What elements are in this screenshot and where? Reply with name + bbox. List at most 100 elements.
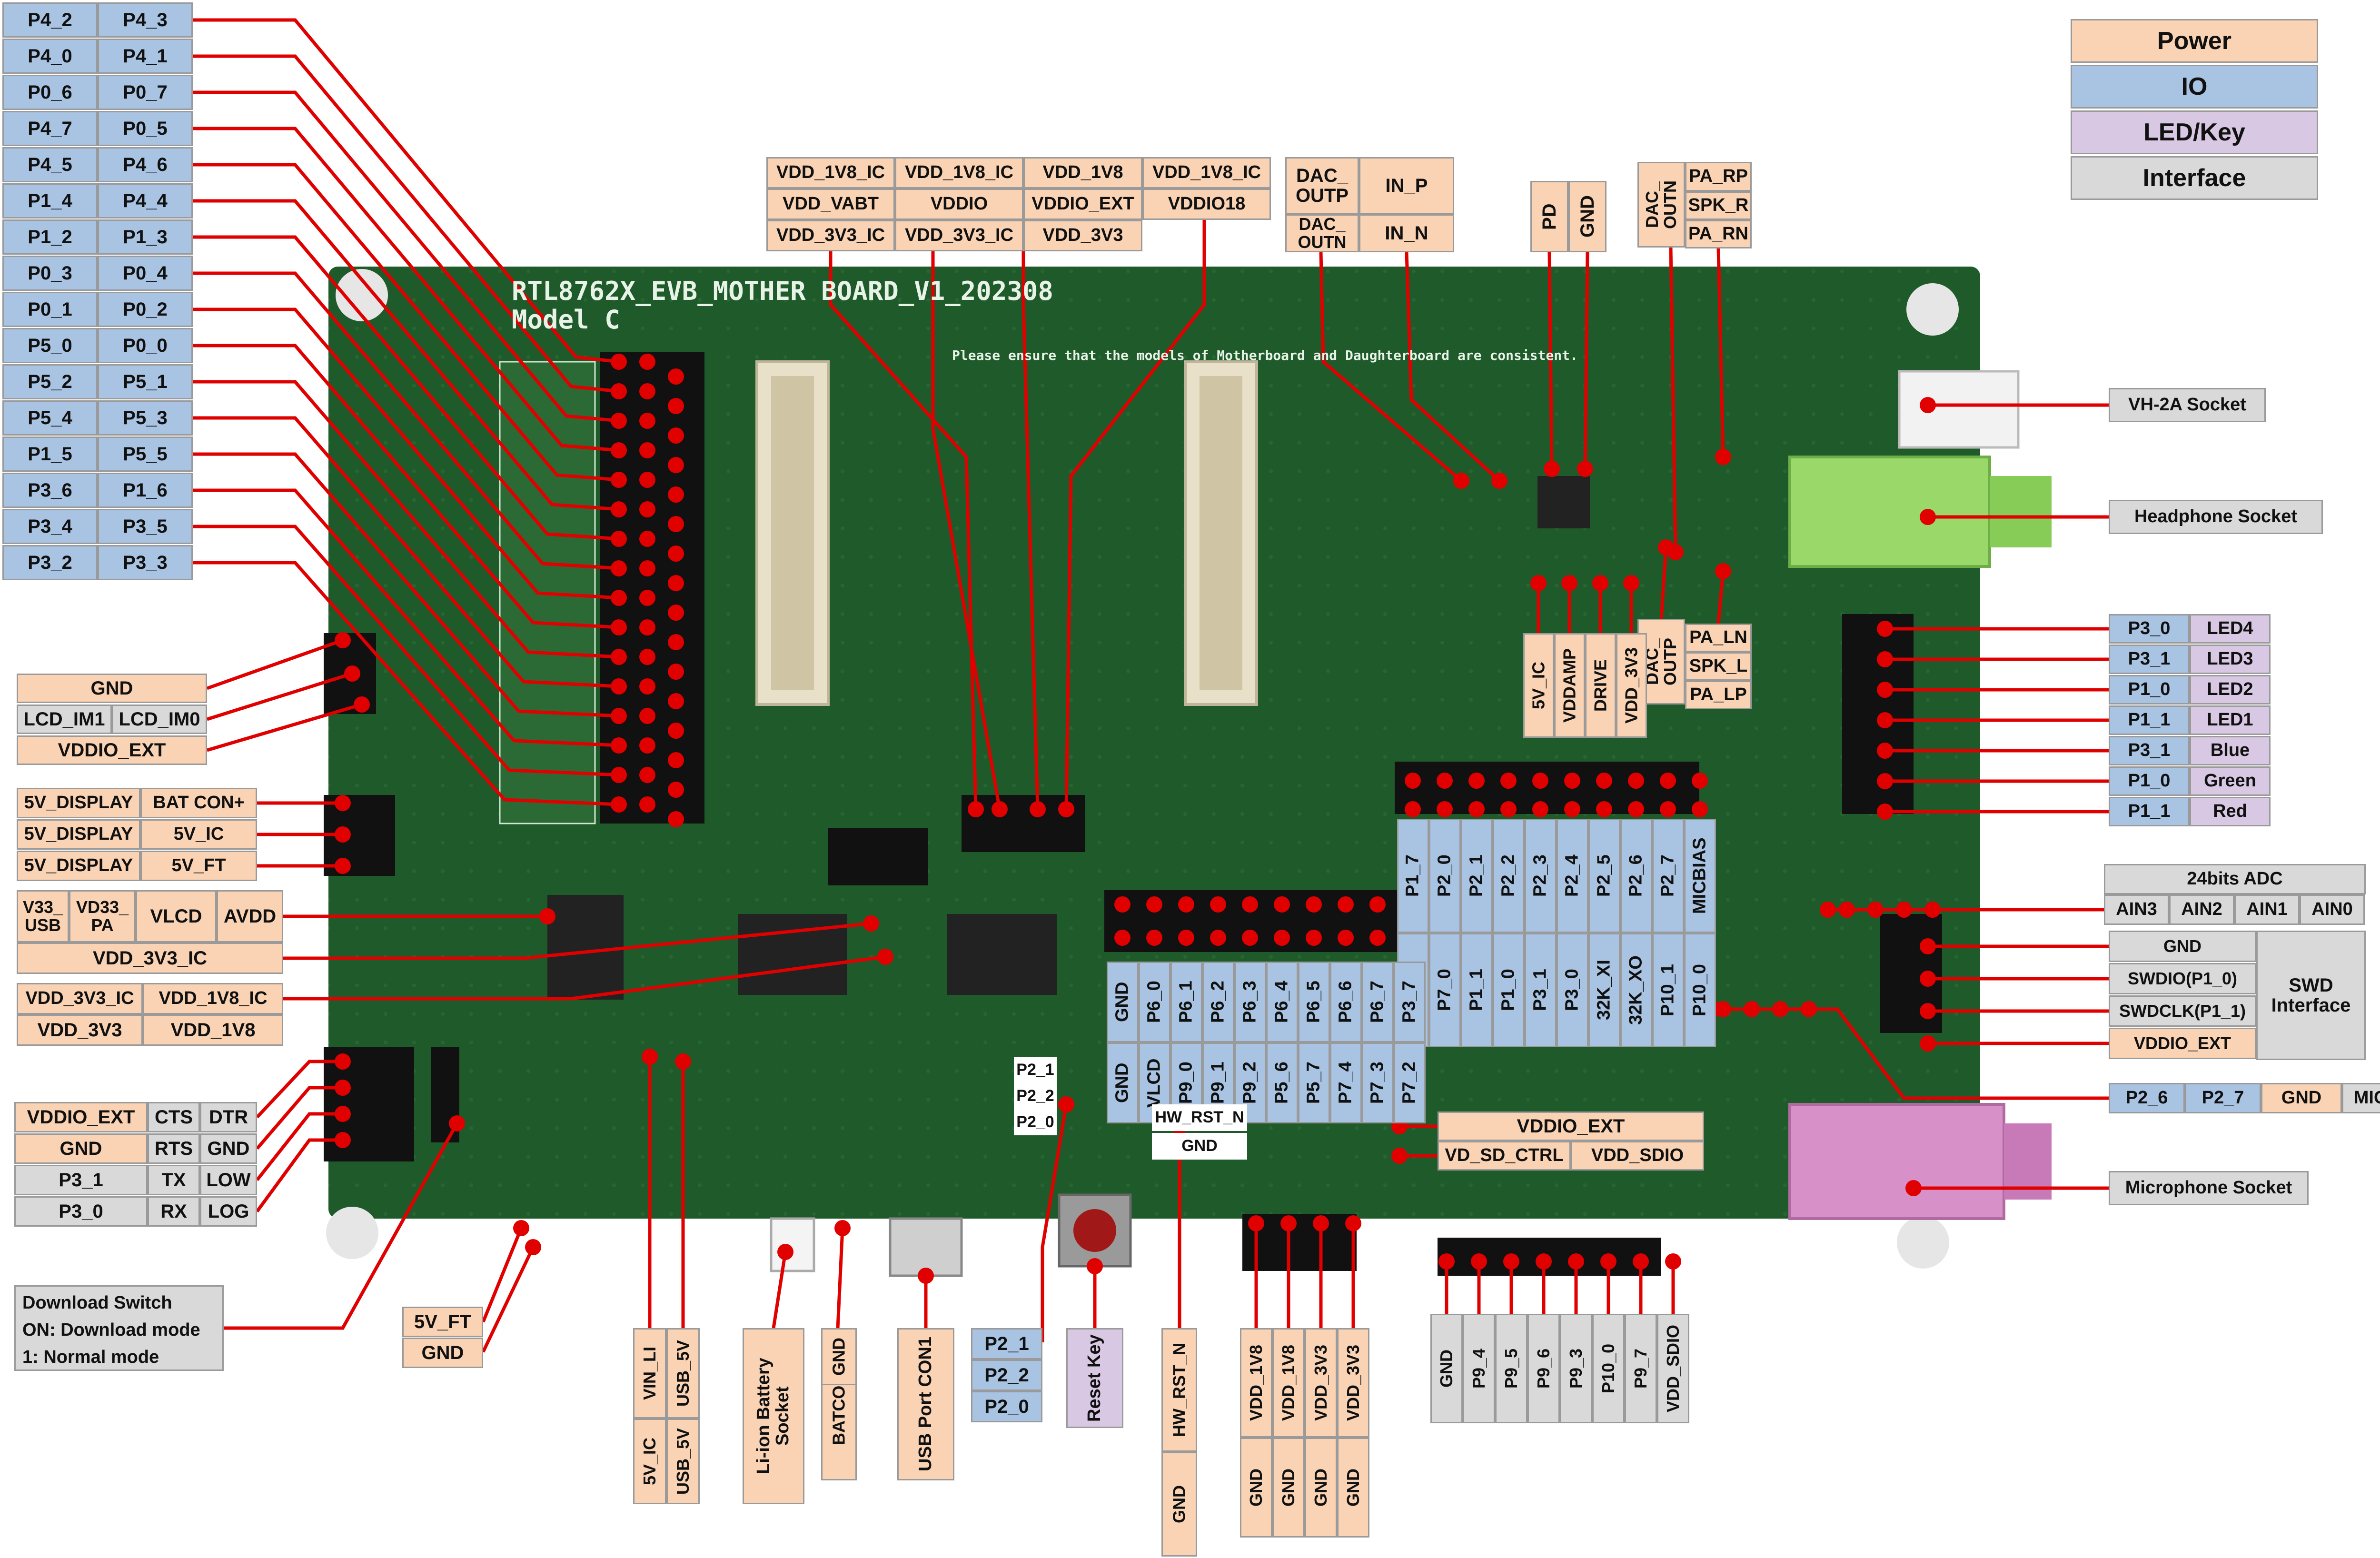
display-5v-label: 5V_IC <box>140 819 257 850</box>
uart-label: DTR <box>200 1102 257 1132</box>
swd-interface-label: SWD Interface <box>2256 931 2366 1060</box>
jp3-pin-label: P5_3 <box>98 400 193 436</box>
legend-io: IO <box>2071 65 2318 109</box>
uart-label: VDDIO_EXT <box>14 1102 148 1132</box>
io-top2-label: P3_0 <box>1557 933 1588 1047</box>
jp3-pin-label: P5_2 <box>2 364 98 399</box>
headphone-socket <box>1788 456 1991 568</box>
audio-ic <box>1537 476 1590 528</box>
jp3-pin-label: P0_0 <box>98 328 193 363</box>
jp3-pin-label: P4_5 <box>2 147 98 182</box>
io-top2-label: 32K_XO <box>1620 933 1652 1047</box>
jp3-pin-label: P0_1 <box>2 292 98 327</box>
sdio-label: GND <box>1430 1314 1463 1423</box>
p2-side-silk: P2_0 <box>1014 1109 1057 1135</box>
jp3-pin-label: P4_1 <box>98 39 193 74</box>
io-top-label: P2_7 <box>1652 819 1684 933</box>
j15-top-label: VDD_1V8 <box>1272 1328 1305 1438</box>
led-name-label: LED4 <box>2190 614 2271 644</box>
io-mid1-label: P6_6 <box>1330 962 1362 1042</box>
hw-rst-n-label: HW_RST_N <box>1161 1328 1197 1452</box>
board-note: Please ensure that the models of Motherb… <box>952 347 1578 363</box>
p2-side-silk: P2_1 <box>1014 1057 1057 1083</box>
pa-dac-outn: DAC_ OUTN <box>1637 162 1685 248</box>
pa-ln: PA_LN <box>1685 624 1752 652</box>
vd33-pa: VD33_ PA <box>69 890 136 943</box>
avdd: AVDD <box>217 890 283 943</box>
io-mid1-label: P6_2 <box>1202 962 1234 1042</box>
lcd-im1: LCD_IM1 <box>17 705 112 734</box>
uart-label: GND <box>200 1133 257 1164</box>
sdio-label: P10_0 <box>1592 1314 1625 1423</box>
io-top-label: P1_7 <box>1397 819 1429 933</box>
io-top-label: P2_0 <box>1429 819 1461 933</box>
lcd-im0: LCD_IM0 <box>112 705 207 734</box>
jp3-pin-label: P0_5 <box>98 111 193 146</box>
board-title: RTL8762X_EVB_MOTHER BOARD_V1_202308 <box>512 276 1053 306</box>
jp3-pin-label: P1_4 <box>2 183 98 218</box>
io-mid2-label: P7_2 <box>1394 1042 1426 1123</box>
sdio-label: P9_6 <box>1527 1314 1560 1423</box>
jp3-pin-label: P3_3 <box>98 545 193 580</box>
vlcd: VLCD <box>136 890 217 943</box>
io-top2-label: P1_1 <box>1461 933 1493 1047</box>
batcon-gnd: GND <box>821 1328 857 1385</box>
io-top2-label: P10_0 <box>1684 933 1716 1047</box>
swd-pin-label: VDDIO_EXT <box>2109 1028 2256 1059</box>
led-name-label: Green <box>2190 766 2271 796</box>
standoff <box>1897 1216 1949 1269</box>
jp3-pin-label: P3_5 <box>98 509 193 544</box>
led-pin-label: P1_0 <box>2109 766 2190 796</box>
jp3-pin-label: P1_3 <box>98 219 193 255</box>
spk-l: SPK_L <box>1685 652 1752 681</box>
jp3-pin-label: P5_1 <box>98 364 193 399</box>
lcd-vddio: VDDIO_EXT <box>17 735 207 765</box>
adc-title: 24bits ADC <box>2104 864 2366 894</box>
sdio-label: P9_3 <box>1560 1314 1592 1423</box>
pa-lp: PA_LP <box>1685 681 1752 709</box>
jp3-pin-label: P5_0 <box>2 328 98 363</box>
display-5v-label: 5V_DISPLAY <box>17 851 140 881</box>
io-mid1-label: GND <box>1107 962 1139 1042</box>
vdd-3v3-ic: VDD_3V3_IC <box>17 943 283 974</box>
io-mid1-label: P3_7 <box>1394 962 1426 1042</box>
top-power-label: VDD_3V3_IC <box>895 220 1023 251</box>
uart-label: TX <box>148 1165 200 1195</box>
jp3-pin-label: P4_2 <box>2 2 98 38</box>
amp-power-label: VDD_3V3 <box>1616 633 1647 738</box>
io-mid1-label: P6_5 <box>1298 962 1330 1042</box>
p2-1-label: P2_1 <box>971 1328 1042 1360</box>
spk-r: SPK_R <box>1685 191 1752 220</box>
top-power-label: VDD_1V8 <box>1023 157 1142 189</box>
sdio-label: P9_5 <box>1495 1314 1527 1423</box>
led-name-label: Red <box>2190 797 2271 826</box>
dac-outp: DAC_ OUTP <box>1285 157 1359 214</box>
uart-label: P3_1 <box>14 1165 148 1195</box>
j15-top-label: VDD_3V3 <box>1305 1328 1337 1438</box>
jp3-pin-label: P4_0 <box>2 39 98 74</box>
swd-pin-label: SWDIO(P1_0) <box>2109 963 2256 994</box>
led-pin-label: P3_1 <box>2109 645 2190 674</box>
io-mid2-label: P5_6 <box>1266 1042 1298 1123</box>
pa-rn: PA_RN <box>1685 220 1752 248</box>
sdio-label: P9_4 <box>1463 1314 1495 1423</box>
jp3-pin-label: P0_2 <box>98 292 193 327</box>
ic <box>547 895 624 1000</box>
uart-label: GND <box>14 1133 148 1164</box>
top-power-label: VDD_VABT <box>766 189 895 220</box>
top-power-label: VDDIO <box>895 189 1023 220</box>
standoff <box>326 1207 378 1259</box>
uart-label: LOG <box>200 1196 257 1227</box>
usb-port <box>889 1217 963 1277</box>
jp3-pin-label: P4_6 <box>98 147 193 182</box>
j15-gnd-label: GND <box>1240 1438 1272 1538</box>
microphone-socket <box>1788 1103 2005 1220</box>
adc-channel: AIN1 <box>2234 894 2300 925</box>
adc-channel: AIN0 <box>2300 894 2365 925</box>
vdd-3v3-ic-b: VDD_3V3_IC <box>17 983 143 1014</box>
hwrst-gnd-silk: GND <box>1152 1133 1247 1160</box>
led-name-label: LED2 <box>2190 675 2271 705</box>
swd-pin-label: SWDCLK(P1_1) <box>2109 995 2256 1027</box>
battery-socket-label: Li-ion Battery Socket <box>743 1328 804 1504</box>
